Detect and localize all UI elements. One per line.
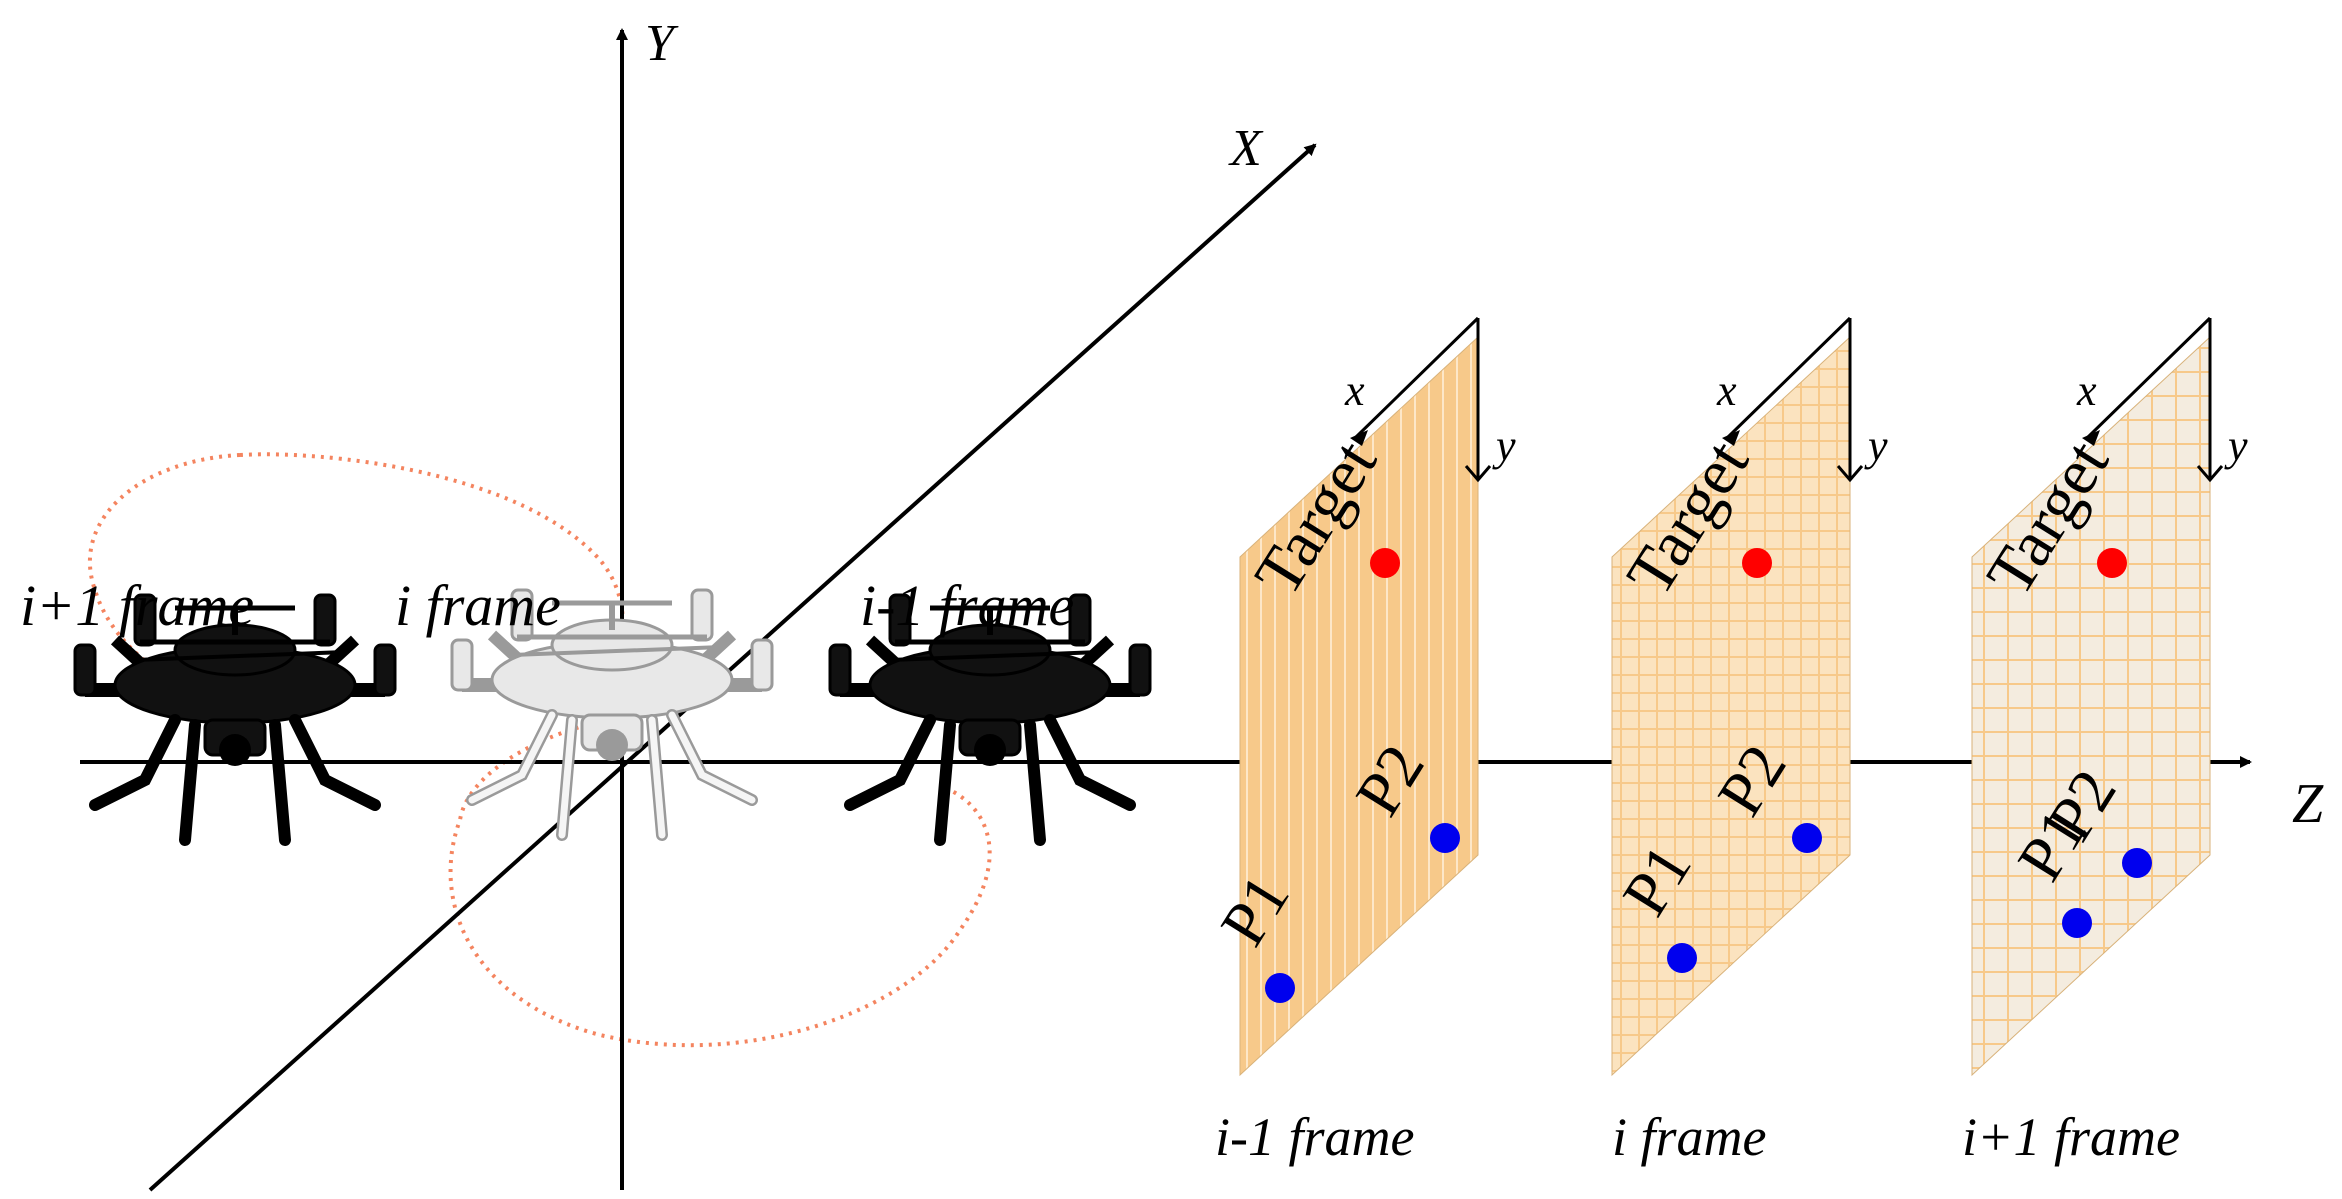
- x-axis-label: X: [1228, 120, 1264, 177]
- plane-y-label: y: [1492, 421, 1516, 470]
- target-point: [2097, 548, 2127, 578]
- plane-caption: i-1 frame: [1215, 1107, 1414, 1167]
- plane-y-label: y: [2224, 421, 2248, 470]
- target-point: [1370, 548, 1400, 578]
- drone-icon: [450, 588, 774, 841]
- drone-frame-label: i-1 frame: [860, 573, 1074, 638]
- drone-icon: [73, 593, 397, 846]
- drone-frame-label: i frame: [395, 573, 561, 638]
- p2-point: [1792, 823, 1822, 853]
- drone-icon: [828, 593, 1152, 846]
- trajectory-loop: [88, 452, 992, 1048]
- plane-x-label: x: [1344, 366, 1365, 415]
- p2-point: [1430, 823, 1460, 853]
- axes: [80, 28, 2252, 1192]
- plane-caption: i frame: [1612, 1107, 1767, 1167]
- z-axis-label: Z: [2292, 773, 2324, 835]
- p1-point: [2062, 908, 2092, 938]
- plane-caption: i+1 frame: [1962, 1107, 2180, 1167]
- x-axis: [148, 143, 1317, 1192]
- p2-point: [2122, 848, 2152, 878]
- drone-frame-label: i+1 frame: [20, 573, 254, 638]
- plane-y-label: y: [1864, 421, 1888, 470]
- plane-x-label: x: [2076, 366, 2097, 415]
- plane-x-label: x: [1716, 366, 1737, 415]
- p1-point: [1265, 973, 1295, 1003]
- target-point: [1742, 548, 1772, 578]
- y-axis-label: Y: [645, 15, 679, 72]
- p1-point: [1667, 943, 1697, 973]
